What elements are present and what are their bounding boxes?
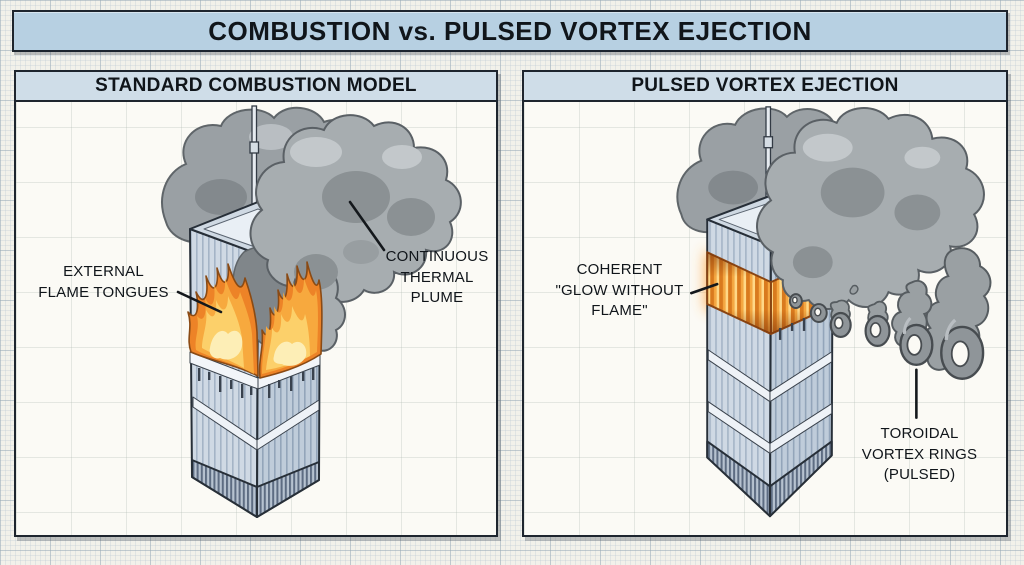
panel-left-header: STANDARD COMBUSTION MODEL xyxy=(16,72,496,102)
panel-standard-combustion: STANDARD COMBUSTION MODEL xyxy=(14,70,498,537)
label-coherent-glow: COHERENT "GLOW WITHOUT FLAME" xyxy=(555,261,684,320)
vortex-rings xyxy=(788,293,985,380)
vortex-illustration xyxy=(676,106,992,518)
soot-drips xyxy=(198,368,315,398)
leader-lines xyxy=(176,200,386,314)
label-toroidal-vortex-rings: TOROIDAL VORTEX RINGS (PULSED) xyxy=(861,425,978,484)
flame-tongues xyxy=(187,261,323,379)
thermal-plume-smoke xyxy=(756,107,985,311)
title-bar: COMBUSTION vs. PULSED VORTEX EJECTION xyxy=(12,10,1008,52)
panel-right-header: PULSED VORTEX EJECTION xyxy=(524,72,1006,102)
label-continuous-thermal-plume: CONTINUOUS THERMAL PLUME xyxy=(385,248,489,307)
smoke-fleck xyxy=(849,284,859,295)
leader-lines xyxy=(690,282,918,419)
panel-pulsed-vortex: PULSED VORTEX EJECTION xyxy=(522,70,1008,537)
label-external-flame-tongues: EXTERNAL FLAME TONGUES xyxy=(38,263,169,301)
combustion-illustration xyxy=(161,105,462,518)
page-title: COMBUSTION vs. PULSED VORTEX EJECTION xyxy=(208,15,812,46)
